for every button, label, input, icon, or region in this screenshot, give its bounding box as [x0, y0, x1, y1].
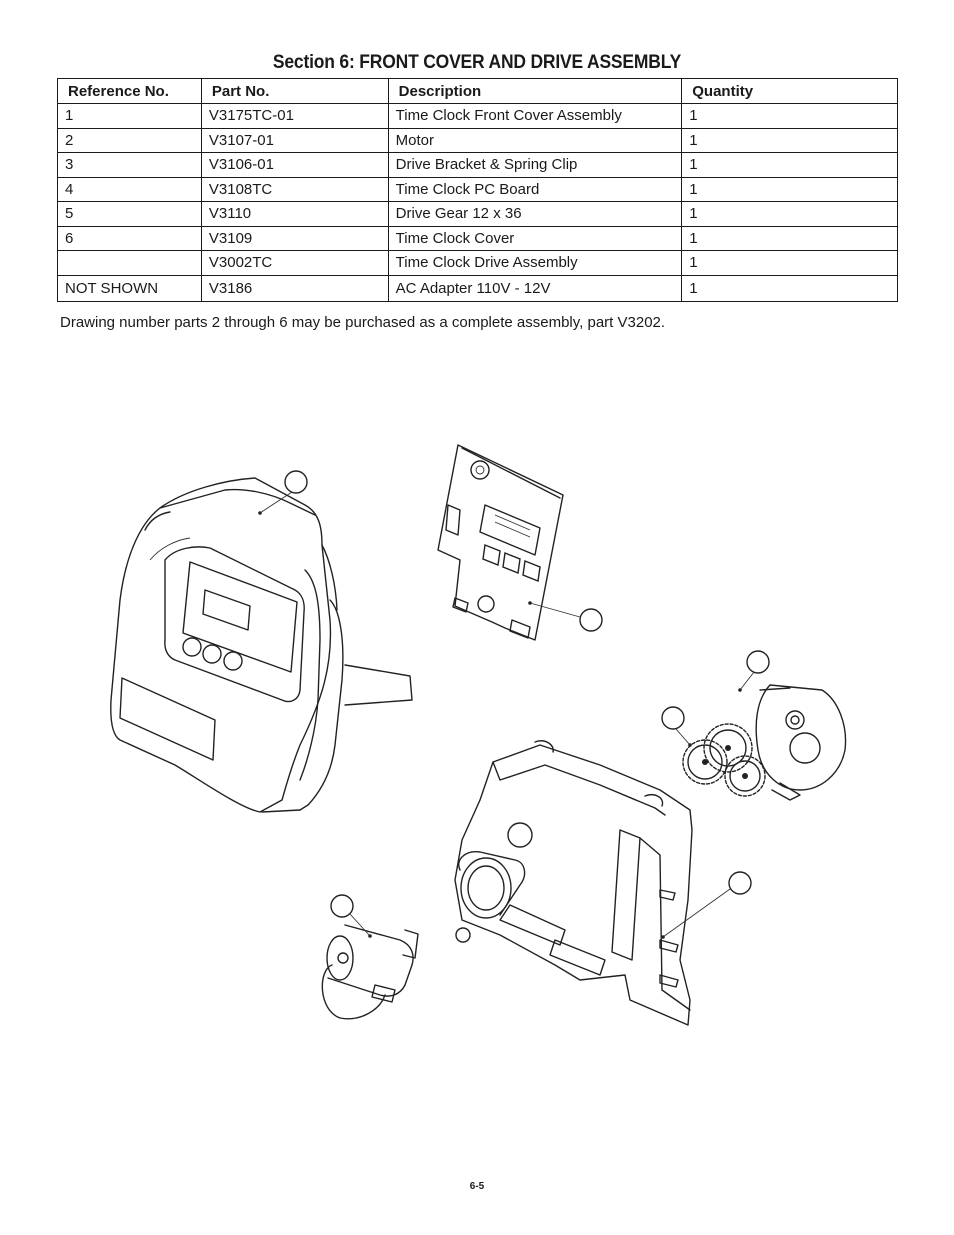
table-row: 4 V3108TC Time Clock PC Board 1 — [57, 176, 898, 202]
cell-part: V3108TC — [200, 176, 389, 202]
table-row: NOT SHOWN V3186 AC Adapter 110V - 12V 1 — [57, 274, 898, 302]
header-quantity: Quantity — [681, 78, 898, 104]
cell-desc: Drive Bracket & Spring Clip — [387, 152, 683, 178]
cell-qty: 1 — [681, 225, 898, 251]
cell-part: V3175TC-01 — [200, 103, 389, 129]
cell-desc: Time Clock PC Board — [387, 176, 683, 202]
cell-part: V3002TC — [200, 250, 389, 276]
cell-qty: 1 — [681, 274, 898, 302]
header-description: Description — [387, 78, 683, 104]
parts-table: Reference No. Part No. Description Quant… — [57, 78, 898, 302]
cell-desc: AC Adapter 110V - 12V — [387, 274, 683, 302]
table-row: 1 V3175TC-01 Time Clock Front Cover Asse… — [57, 103, 898, 129]
callout-circle — [284, 470, 308, 494]
callout-circle — [728, 871, 752, 895]
callout-circle — [661, 706, 685, 730]
cell-part: V3186 — [200, 274, 389, 302]
callout-circle — [579, 608, 603, 632]
cell-qty: 1 — [681, 176, 898, 202]
drive-gear-illustration — [682, 723, 766, 797]
time-clock-cover-illustration — [755, 684, 847, 801]
callout-markers — [258, 470, 770, 939]
assembly-note: Drawing number parts 2 through 6 may be … — [60, 314, 666, 331]
header-reference-no: Reference No. — [57, 78, 202, 104]
cell-qty: 1 — [681, 152, 898, 178]
cell-desc: Time Clock Front Cover Assembly — [387, 103, 683, 129]
cell-desc: Time Clock Drive Assembly — [387, 250, 683, 276]
pc-board-illustration — [437, 444, 564, 641]
callout-circle — [746, 650, 770, 674]
section-title: Section 6: FRONT COVER AND DRIVE ASSEMBL… — [272, 52, 682, 73]
front-cover-illustration — [110, 477, 413, 813]
cell-part: V3110 — [200, 201, 389, 227]
callout-circle — [330, 894, 354, 918]
page-number: 6-5 — [469, 1181, 485, 1192]
cell-ref: 1 — [57, 103, 202, 129]
cell-part: V3107-01 — [200, 127, 389, 153]
cell-part: V3106-01 — [200, 152, 389, 178]
cell-qty: 1 — [681, 103, 898, 129]
cell-desc: Motor — [387, 127, 683, 153]
cell-ref: NOT SHOWN — [57, 274, 202, 302]
header-part-no: Part No. — [200, 78, 389, 104]
motor-illustration — [321, 924, 419, 1020]
table-row: 2 V3107-01 Motor 1 — [57, 127, 898, 153]
table-header-row: Reference No. Part No. Description Quant… — [57, 78, 898, 104]
table-row: 3 V3106-01 Drive Bracket & Spring Clip 1 — [57, 152, 898, 178]
cell-qty: 1 — [681, 127, 898, 153]
drive-bracket-illustration — [454, 740, 693, 1026]
